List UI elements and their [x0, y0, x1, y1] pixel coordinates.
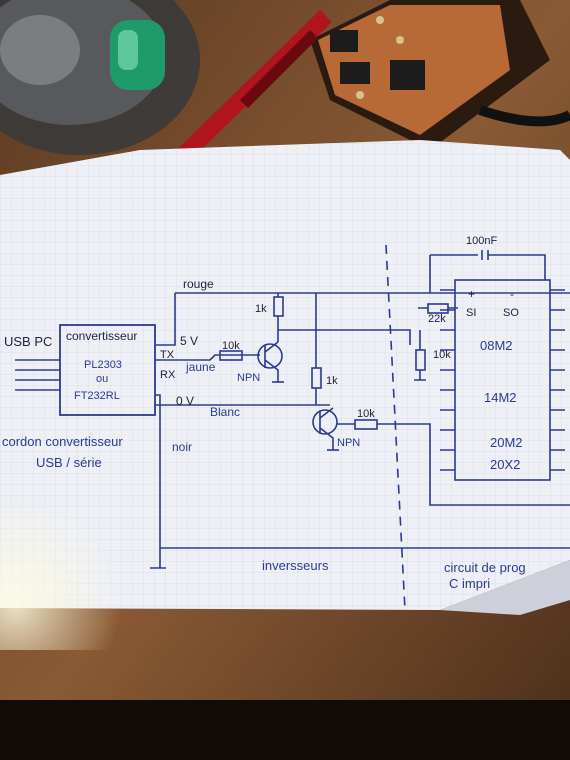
five-v-label: 5 V	[180, 334, 198, 348]
npn-left-label: NPN	[237, 372, 260, 384]
r1k-top-label: 1k	[255, 303, 267, 315]
plus-label: +	[468, 287, 475, 301]
r10k-right-label: 10k	[433, 349, 451, 361]
glass-jar	[0, 0, 200, 155]
circuit-board	[310, 0, 550, 150]
pl2303-label: PL2303	[84, 359, 122, 371]
cable	[478, 105, 570, 127]
light-glare	[0, 350, 300, 650]
cap-100nf-label: 100nF	[466, 235, 497, 247]
usb-serie-label: USB / série	[36, 455, 102, 470]
noir-label: noir	[172, 440, 192, 454]
zero-v-label: 0 V	[176, 394, 194, 408]
chip-20m2-label: 20M2	[490, 435, 523, 450]
si-label: SI	[466, 307, 476, 319]
r1k-mid-label: 1k	[326, 375, 338, 387]
schematic	[15, 244, 570, 611]
r10k-left-label: 10k	[222, 340, 240, 352]
minus-label: -	[510, 287, 514, 301]
dark-bottom-edge	[0, 700, 570, 760]
c-impr-label: C impri	[449, 576, 490, 591]
tx-label: TX	[160, 349, 175, 361]
blanc-label: Blanc	[210, 405, 240, 419]
inverseurs-label: inversseurs	[262, 558, 329, 573]
ft232rl-label: FT232RL	[74, 390, 120, 402]
usb-pc-label: USB PC	[4, 334, 52, 349]
rouge-label: rouge	[183, 277, 214, 291]
ou-label: ou	[96, 373, 108, 385]
convertisseur-label: convertisseur	[66, 329, 137, 343]
r10k-mid-label: 10k	[357, 408, 375, 420]
jaune-label: jaune	[185, 360, 216, 374]
circuit-de-prog-label: circuit de prog	[444, 560, 526, 575]
chip-14m2-label: 14M2	[484, 390, 517, 405]
r22k-label: 22k	[428, 313, 446, 325]
chip-08m2-label: 08M2	[480, 338, 513, 353]
rx-label: RX	[160, 369, 176, 381]
so-label: SO	[503, 307, 519, 319]
npn-right-label: NPN	[337, 437, 360, 449]
chip-20x2-label: 20X2	[490, 457, 520, 472]
cordon-convertisseur-label: cordon convertisseur	[2, 434, 123, 449]
paper-fold	[440, 560, 570, 615]
